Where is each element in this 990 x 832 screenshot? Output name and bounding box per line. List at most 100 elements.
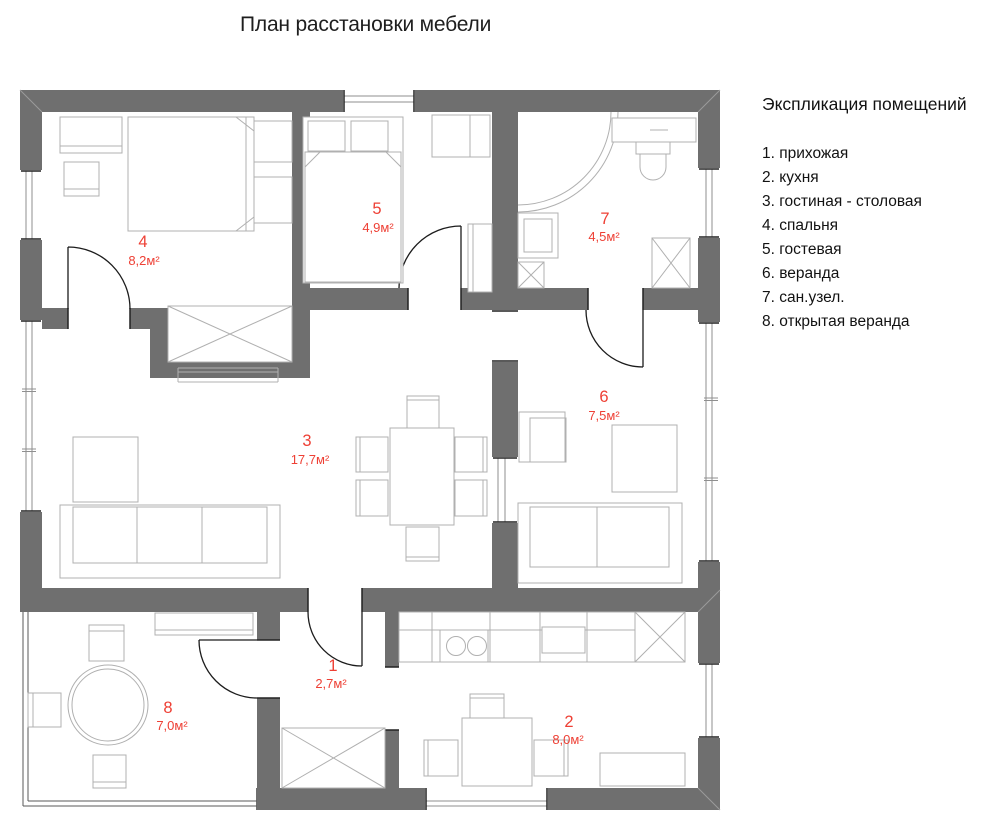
room-labels: 1 2,7м² 2 8,0м² 3 17,7м² 4 8,2м² 5 4,9м²… <box>128 200 620 747</box>
pillow <box>307 120 346 152</box>
side-table <box>611 424 678 493</box>
legend-item-2: 2. кухня <box>762 169 819 186</box>
door-room7 <box>585 309 644 368</box>
wall-alcove-bottom <box>150 362 308 378</box>
room-3-number: 3 <box>302 432 311 450</box>
legend-item-8: 8. открытая веранда <box>762 313 910 330</box>
legend-item-5: 5. гостевая <box>762 241 842 258</box>
nightstand <box>253 176 293 224</box>
room-legend: Экспликация помещений 1. прихожая 2. кух… <box>762 94 967 334</box>
room-8-number: 8 <box>163 699 172 717</box>
door-jambs <box>67 288 644 731</box>
room-2-area: 8,0м² <box>552 732 584 747</box>
room-7-area: 4,5м² <box>588 229 620 244</box>
legend-item-1: 1. прихожая <box>762 145 849 162</box>
room3-furniture <box>59 395 488 579</box>
door-room4 <box>67 246 131 310</box>
legend-item-3: 3. гостиная - столовая <box>762 193 922 210</box>
legend-list: 1. прихожая 2. кухня 3. гостиная - столо… <box>762 142 967 334</box>
wall-room4-south-b <box>130 308 150 329</box>
room8-furniture <box>27 612 254 789</box>
dining-chair <box>406 395 440 430</box>
room-5-number: 5 <box>372 200 381 218</box>
door-room8 <box>198 639 258 699</box>
kitchen-chair <box>533 739 569 777</box>
window-room5-top <box>343 90 415 112</box>
kitchen-table <box>461 717 533 787</box>
pillow <box>350 120 389 152</box>
armchair <box>518 411 566 463</box>
corner-miter-lines <box>19 89 721 811</box>
window-room2-right <box>698 663 720 738</box>
room-1-number: 1 <box>328 657 337 675</box>
door-room5 <box>398 225 462 289</box>
windows <box>20 90 720 810</box>
corner-shower <box>517 111 619 213</box>
room7-furniture <box>517 111 697 289</box>
room1-furniture <box>281 727 386 789</box>
wall-hall-right1 <box>518 288 588 310</box>
wall-alcove-left <box>150 308 168 378</box>
legend-item-6: 6. веранда <box>762 265 840 282</box>
sofa-cushion <box>72 506 138 564</box>
wall-room1-2-divider-a <box>385 612 399 667</box>
wall-room3-6-divider-b <box>492 523 518 588</box>
window-room3-left <box>20 320 42 512</box>
armchair <box>72 436 139 503</box>
window-room4-left <box>20 170 42 240</box>
window-room2-bottom <box>425 788 548 810</box>
room-8-area: 7,0м² <box>156 718 188 733</box>
toilet-cistern <box>635 141 671 155</box>
page-title: План расстановки мебели <box>240 13 492 36</box>
window-room6-right <box>698 322 720 562</box>
chair <box>88 624 125 662</box>
closet <box>467 223 493 293</box>
wall-hall-right2 <box>643 288 698 310</box>
toilet-bowl <box>639 153 667 181</box>
wall-room5-south <box>292 288 408 310</box>
wall-middle-b <box>257 588 308 612</box>
wall-room1-2-divider-b <box>385 730 399 788</box>
sofa-cushion <box>201 506 268 564</box>
room-4-number: 4 <box>138 233 147 251</box>
desk <box>63 161 100 197</box>
sink <box>541 626 586 654</box>
legend-item-4: 4. спальня <box>762 217 839 234</box>
closet <box>431 114 491 158</box>
dining-chair <box>355 436 389 473</box>
room-6-area: 7,5м² <box>588 408 620 423</box>
room-3-area: 17,7м² <box>291 452 330 467</box>
dresser <box>59 116 123 154</box>
wall-center-upper <box>492 112 518 310</box>
dining-chair <box>454 479 488 517</box>
double-bed <box>127 116 255 232</box>
room-1-area: 2,7м² <box>315 676 347 691</box>
dining-chair <box>355 479 389 517</box>
wall-veranda-right-b <box>257 698 280 788</box>
sofa-cushion <box>529 506 598 568</box>
room6-furniture <box>517 411 683 584</box>
door-room1 <box>307 611 363 667</box>
dining-chair <box>405 526 440 562</box>
window-room7-right <box>698 168 720 238</box>
washbasin <box>517 212 559 259</box>
chair <box>92 754 127 789</box>
wall-middle-a <box>22 588 257 612</box>
wall-room4-south-a <box>42 308 68 329</box>
kitchen-chair <box>423 739 459 777</box>
wall-middle-c <box>362 588 698 612</box>
room2-furniture <box>398 611 686 787</box>
sofa-cushion <box>136 506 203 564</box>
nightstand <box>253 120 293 163</box>
sofa-cushion <box>596 506 670 568</box>
room-2-number: 2 <box>564 713 573 731</box>
stove <box>439 629 489 663</box>
wall-alcove-right <box>292 288 310 378</box>
wall-veranda-right-a <box>257 612 280 640</box>
wall-room3-6-divider-a <box>492 362 518 457</box>
kitchen-counter <box>398 611 636 663</box>
room-7-number: 7 <box>600 210 609 228</box>
room-4-area: 8,2м² <box>128 253 160 268</box>
